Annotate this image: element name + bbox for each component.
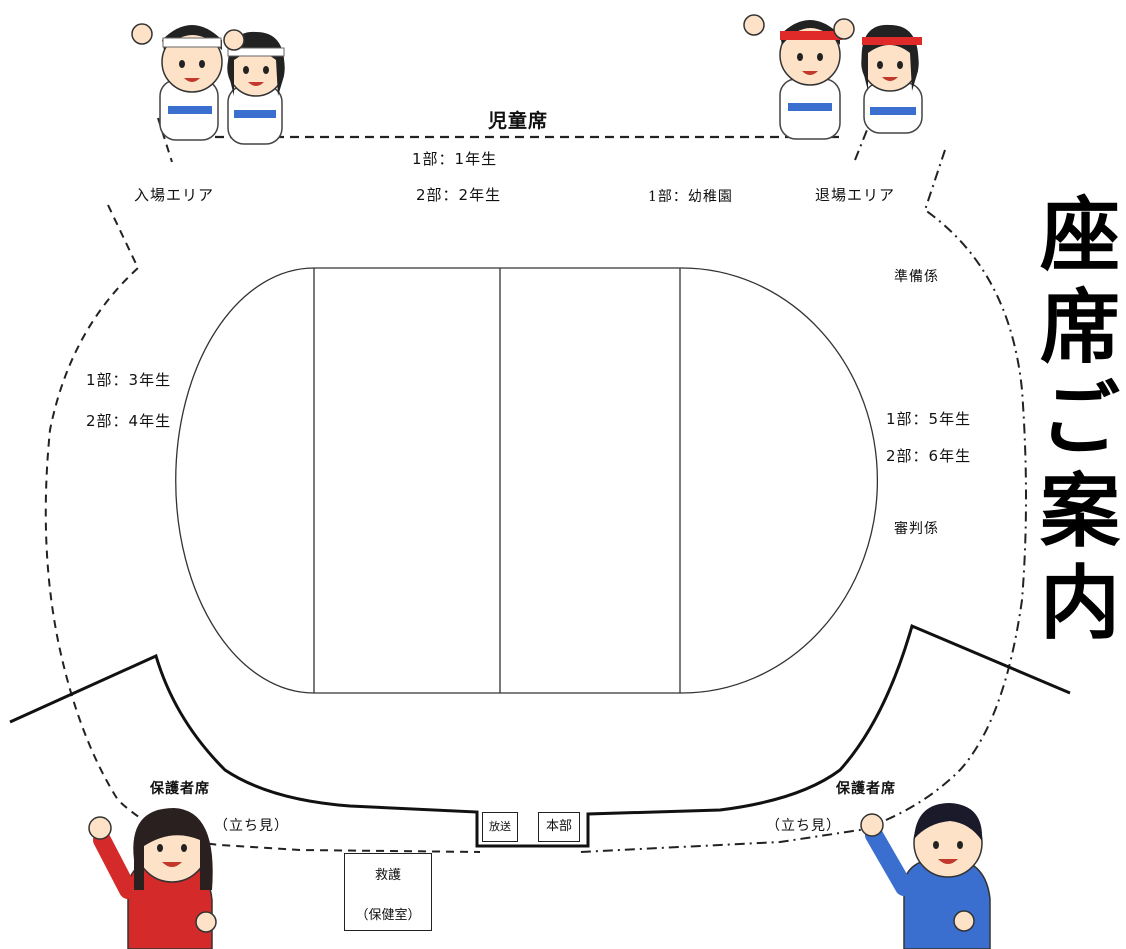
student-seats-heading: 児童席 bbox=[488, 110, 549, 132]
kindergarten-label: 1部：幼稚園 bbox=[648, 189, 733, 205]
guardian-seats-right-note: （立ち見） bbox=[766, 818, 841, 834]
health-room-label: （保健室） bbox=[355, 908, 421, 923]
title-char-3: ご bbox=[1040, 373, 1120, 466]
cheering-students-left bbox=[131, 23, 285, 145]
preparation-staff-label: 準備係 bbox=[894, 269, 939, 285]
exit-area-label: 退場エリア bbox=[815, 186, 896, 204]
left-dashed-boundary bbox=[44, 117, 481, 853]
right-part2-label: 2部：6年生 bbox=[886, 447, 972, 465]
right-part1-label: 1部：5年生 bbox=[886, 410, 972, 428]
top-part1-label: 1部：1年生 bbox=[412, 150, 498, 168]
entrance-area-label: 入場エリア bbox=[134, 186, 215, 204]
title-char-2: 席 bbox=[1040, 281, 1120, 374]
cheering-students-right bbox=[743, 14, 923, 140]
headquarters-booth: 本部 bbox=[538, 812, 580, 842]
guardian-seats-left-heading: 保護者席 bbox=[150, 781, 210, 797]
parent-cheering-right bbox=[860, 803, 991, 949]
guardian-seats-left-note: （立ち見） bbox=[214, 818, 289, 834]
right-dashed-boundary-upper bbox=[579, 109, 1027, 853]
running-track bbox=[175, 267, 879, 694]
first-aid-room: 救護 （保健室） bbox=[344, 853, 432, 931]
left-part2-label: 2部：4年生 bbox=[86, 412, 172, 430]
left-part1-label: 1部：3年生 bbox=[86, 371, 172, 389]
parent-cheering-left bbox=[88, 808, 217, 949]
title-char-1: 座 bbox=[1040, 189, 1120, 282]
guardian-seats-right-heading: 保護者席 bbox=[836, 781, 896, 797]
referee-staff-label: 審判係 bbox=[894, 521, 939, 537]
stand-wall-left bbox=[9, 623, 1071, 848]
title-char-5: 内 bbox=[1040, 557, 1120, 650]
first-aid-label: 救護 bbox=[374, 868, 401, 883]
title-char-4: 案 bbox=[1040, 465, 1120, 558]
broadcast-booth: 放送 bbox=[482, 812, 518, 842]
top-part2-label: 2部：2年生 bbox=[416, 186, 502, 204]
